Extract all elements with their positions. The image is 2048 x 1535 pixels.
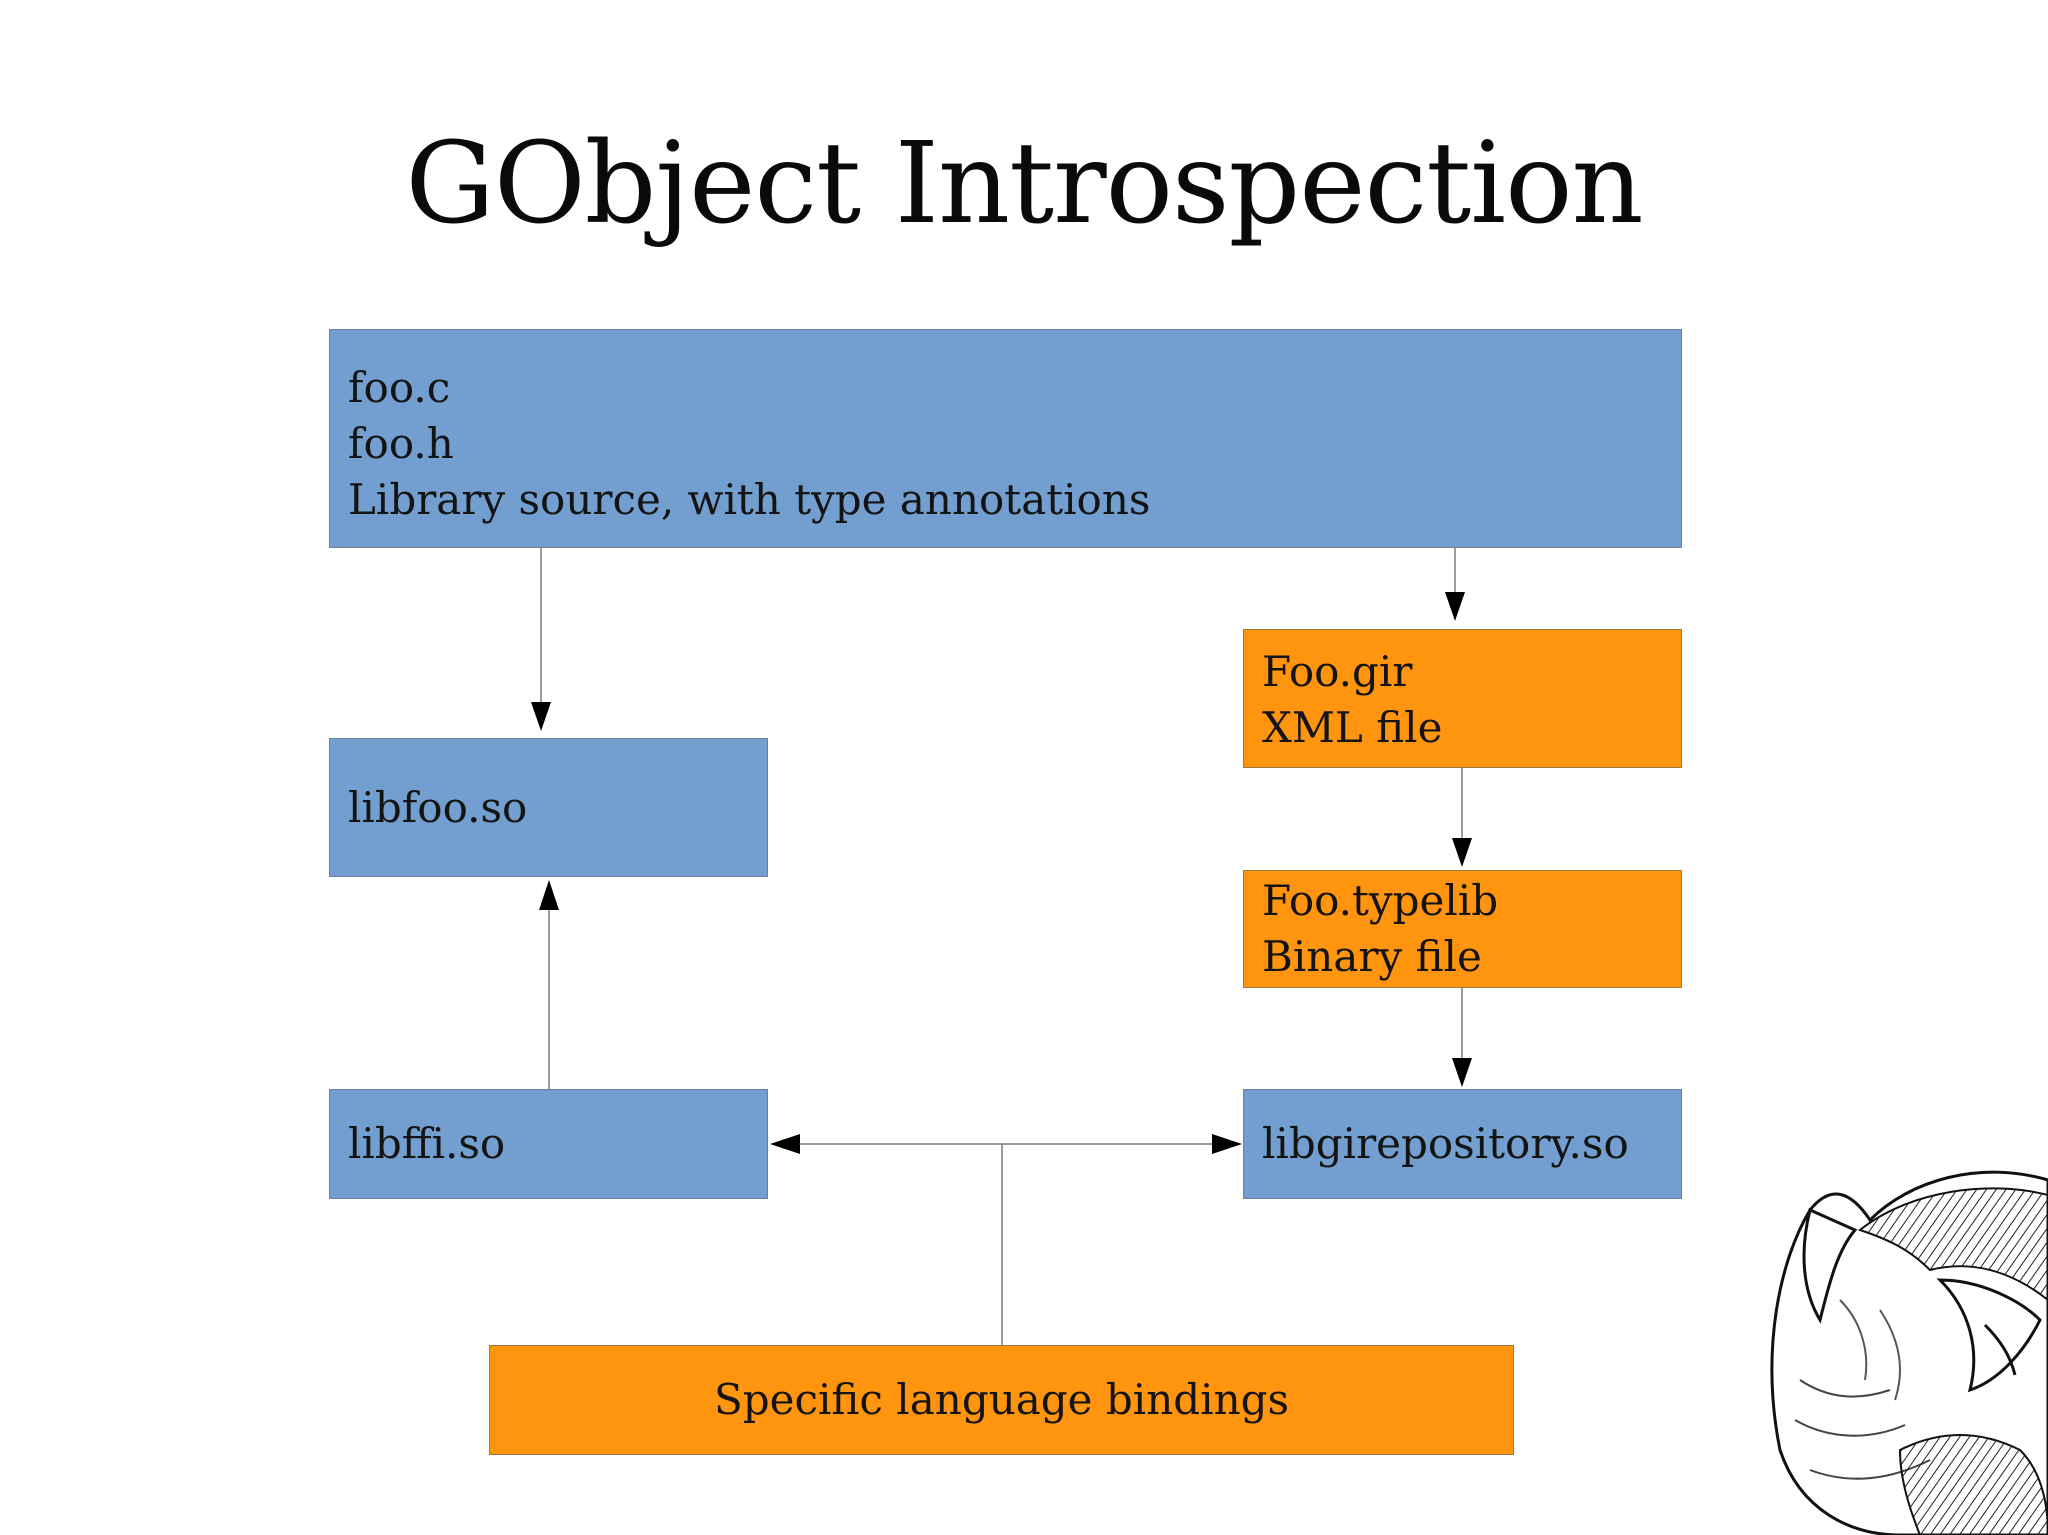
- node-foo-typelib: Foo.typelib Binary file: [1243, 870, 1682, 988]
- node-foo-gir: Foo.gir XML file: [1243, 629, 1682, 768]
- slide-title: GObject Introspection: [405, 119, 1643, 249]
- node-libfoo: libfoo.so: [329, 738, 768, 877]
- node-line: libgirepository.so: [1262, 1119, 1629, 1168]
- node-line: foo.c: [348, 363, 451, 412]
- node-line: XML file: [1262, 703, 1443, 752]
- node-line: Specific language bindings: [713, 1375, 1290, 1424]
- node-line: libfoo.so: [348, 782, 528, 832]
- gnome-foot-mascot-icon: [1770, 1170, 2048, 1535]
- arrowhead-down: [1445, 592, 1465, 621]
- node-library-source: foo.c foo.h Library source, with type an…: [329, 329, 1682, 548]
- node-line: Foo.gir: [1262, 647, 1413, 696]
- arrowhead-down: [531, 702, 551, 731]
- node-line: foo.h: [348, 419, 454, 468]
- node-libgirepository: libgirepository.so: [1243, 1089, 1682, 1199]
- arrowhead-up: [539, 880, 559, 910]
- arrowhead-left: [770, 1134, 800, 1154]
- node-language-bindings: Specific language bindings: [489, 1345, 1514, 1455]
- node-line: Library source, with type annotations: [348, 475, 1151, 524]
- node-line: Binary file: [1262, 932, 1482, 981]
- node-line: Foo.typelib: [1262, 876, 1499, 925]
- arrowhead-down: [1452, 1058, 1472, 1087]
- node-libffi: libffi.so: [329, 1089, 768, 1199]
- arrowhead-right: [1212, 1134, 1242, 1154]
- node-line: libffi.so: [348, 1119, 506, 1168]
- arrowhead-down: [1452, 838, 1472, 867]
